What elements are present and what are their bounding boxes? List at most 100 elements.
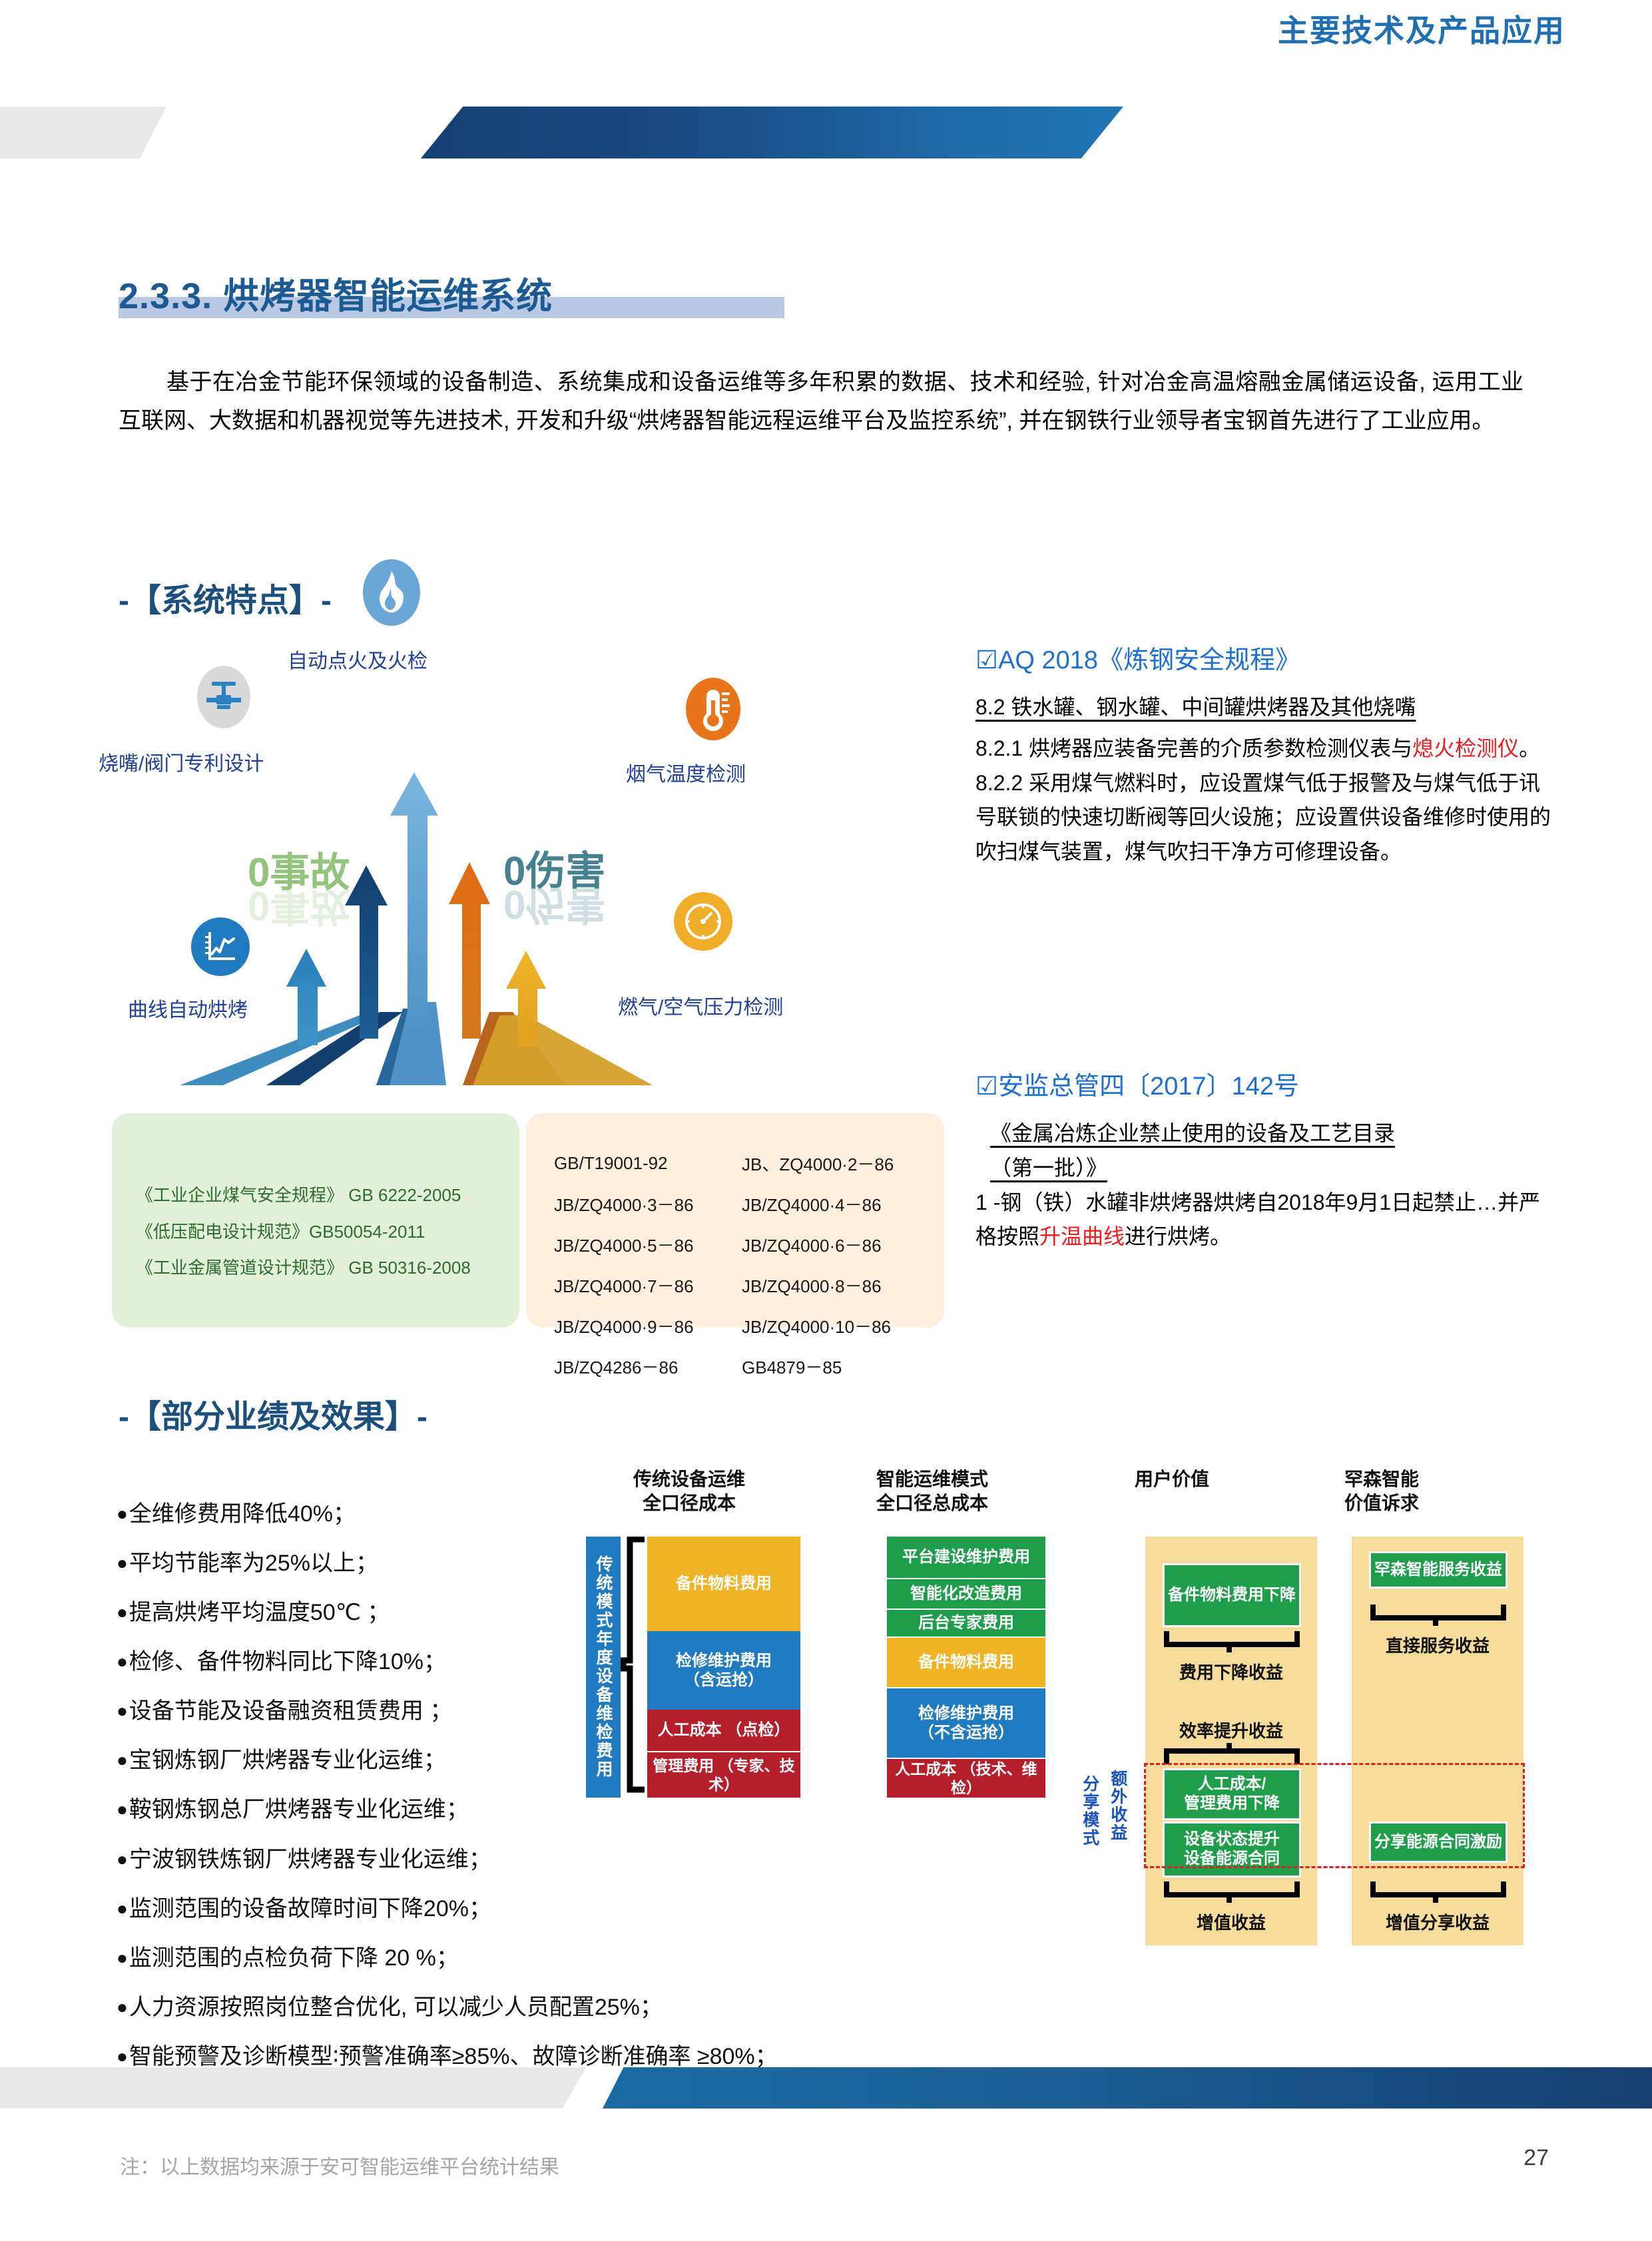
cost-comparison-chart: 传统设备运维 全口径成本 智能运维模式 全口径总成本 用户价值 罕森智能 价值诉…	[559, 1451, 1525, 1957]
bullet-text: 检修、备件物料同比下降10%；	[129, 1649, 446, 1675]
bullet-dot: ●	[117, 1503, 128, 1524]
aj-body-b: 进行烘烤。	[1125, 1224, 1232, 1249]
list-item: ●宁波钢铁炼钢厂烘烤器专业化运维；	[117, 1847, 822, 1872]
zero-accident-text: 0事故	[248, 850, 350, 895]
section-title-wrap: 2.3.3. 烘烤器智能运维系统	[119, 266, 784, 319]
flame-icon	[363, 559, 420, 626]
chart-curve-icon	[191, 917, 250, 976]
clause-821-text-b: 。	[1519, 736, 1541, 760]
bullet-dot: ●	[117, 2045, 128, 2067]
footer-blue-shape	[603, 2067, 1652, 2109]
brace-down-2	[1164, 1881, 1300, 1903]
chart-segment: 管理费用 （专家、技术）	[647, 1752, 800, 1798]
hansen-value-panel	[1352, 1537, 1523, 1945]
feature-label-auto-curve: 曲线自动烘烤	[128, 999, 248, 1021]
bullet-dot: ●	[117, 1602, 128, 1623]
chart-segment: 智能化改造费用	[887, 1579, 1045, 1609]
list-item: ●检修、备件物料同比下降10%；	[117, 1649, 822, 1674]
bullet-dot: ●	[117, 1700, 128, 1722]
chart-segment: 后台专家费用	[887, 1610, 1045, 1636]
value-block: 人工成本/ 管理费用下降	[1163, 1768, 1301, 1820]
results-heading: -【部分业绩及效果】-	[119, 1399, 427, 1435]
intro-paragraph: 基于在冶金节能环保领域的设备制造、系统集成和设备运维等多年积累的数据、技术和经验…	[119, 370, 1523, 434]
chart-segment: 人工成本 （技术、维检）	[887, 1759, 1045, 1798]
regulation-aq-heading: ☑AQ 2018《炼钢安全规程》	[975, 646, 1301, 674]
bullet-text: 人力资源按照岗位整合优化, 可以减少人员配置25%；	[129, 1994, 663, 2020]
brace-label: 直接服务收益	[1385, 1636, 1490, 1656]
bullet-text: 宝钢炼钢厂烘烤器专业化运维；	[129, 1748, 446, 1774]
page-title: 2.3.3. 烘烤器智能运维系统	[119, 276, 553, 316]
bullet-dot: ●	[117, 1799, 128, 1820]
chart-segment: 检修维护费用 （含运抢）	[647, 1631, 800, 1710]
chart-segment: 平台建设维护费用	[887, 1537, 1045, 1578]
bullet-dot: ●	[117, 1996, 128, 2017]
standards-green-line: 《工业企业煤气安全规程》 GB 6222-2005	[136, 1185, 461, 1205]
clause-821-highlight: 熄火检测仪	[1412, 736, 1519, 760]
header-title: 主要技术及产品应用	[1278, 13, 1565, 48]
doc-title-line2: （第一批）》	[990, 1155, 1108, 1180]
traditional-brace	[621, 1537, 645, 1793]
regulation-aj-doc-title: 《金属冶炼企业禁止使用的设备及工艺目录 （第一批）》	[975, 1117, 1561, 1186]
list-item: ●监测范围的点检负荷下降 20 %；	[117, 1945, 822, 1971]
standards-green-line: 《工业金属管道设计规范》 GB 50316-2008	[136, 1258, 471, 1278]
brace-label: 效率提升收益	[1179, 1721, 1283, 1741]
standards-green-list: 《工业企业煤气安全规程》 GB 6222-2005 《低压配电设计规范》GB50…	[136, 1177, 509, 1286]
regulation-aq-block: ☑AQ 2018《炼钢安全规程》 8.2 铁水罐、钢水罐、中间罐烘烤器及其他烧嘴…	[975, 639, 1561, 870]
value-block: 备件物料费用下降	[1163, 1563, 1301, 1627]
bullet-text: 监测范围的设备故障时间下降20%；	[129, 1895, 491, 1921]
brace-down-3	[1370, 1605, 1506, 1626]
value-block: 分享能源合同激励	[1369, 1822, 1508, 1863]
footer-note: 注：以上数据均来源于安可智能运维平台统计结果	[120, 2156, 559, 2178]
bullet-dot: ●	[117, 1553, 128, 1574]
list-item: ●提高烘烤平均温度50℃ ；	[117, 1600, 822, 1625]
regulation-aq-clause-title: 8.2 铁水罐、钢水罐、中间罐烘烤器及其他烧嘴	[975, 695, 1416, 719]
page-number: 27	[1523, 2145, 1549, 2170]
share-mode-label: 分享模式	[1080, 1775, 1099, 1847]
standards-green-box: 《工业企业煤气安全规程》 GB 6222-2005 《低压配电设计规范》GB50…	[112, 1113, 519, 1328]
brace-down-4	[1370, 1881, 1506, 1903]
value-block: 罕森智能服务收益	[1369, 1551, 1508, 1589]
results-bullet-list: ●全维修费用降低40%； ●平均节能率为25%以上； ●提高烘烤平均温度50℃ …	[117, 1501, 822, 2093]
zero-harm-reflection: 0伤害	[503, 882, 606, 927]
bullet-text: 提高烘烤平均温度50℃ ；	[129, 1600, 390, 1626]
regulation-aj-body: 1 -钢（铁）水罐非烘烤器烘烤自2018年9月1日起禁止…并严格按照升温曲线进行…	[975, 1186, 1561, 1255]
chart-column-title-1: 传统设备运维 全口径成本	[633, 1469, 745, 1514]
clause-821-text-a: 8.2.1 烘烤器应装备完善的介质参数检测仪表与	[975, 736, 1413, 760]
arrows-graphic	[180, 772, 653, 1085]
valve-icon	[197, 666, 250, 729]
feature-label-burner-valve: 烧嘴/阀门专利设计	[99, 753, 264, 775]
header-grey-shape	[0, 107, 166, 158]
chart-column-title-3: 用户价值	[1134, 1469, 1209, 1489]
brace-label: 费用下降收益	[1179, 1662, 1283, 1682]
chart-segment: 备件物料费用	[887, 1638, 1045, 1687]
feature-label-ignition: 自动点火及火检	[288, 650, 427, 672]
list-item: ●鞍钢炼钢总厂烘烤器专业化运维；	[117, 1797, 822, 1822]
list-item: ●平均节能率为25%以上；	[117, 1551, 822, 1576]
brace-up-1	[1164, 1743, 1300, 1764]
bullet-dot: ●	[117, 1750, 128, 1771]
list-item: ●智能预警及诊断模型∶预警准确率≥85%、故障诊断准确率 ≥80%；	[117, 2044, 822, 2069]
list-item: ●人力资源按照岗位整合优化, 可以减少人员配置25%；	[117, 1995, 822, 2020]
bullet-dot: ●	[117, 1848, 128, 1869]
footer-grey-shape	[0, 2067, 586, 2109]
bullet-dot: ●	[117, 1897, 128, 1919]
bullet-text: 全维修费用降低40%；	[129, 1501, 356, 1527]
brace-down-1	[1164, 1631, 1300, 1652]
aj-body-highlight: 升温曲线	[1039, 1224, 1125, 1249]
chart-column-title-4: 罕森智能 价值诉求	[1344, 1469, 1419, 1514]
section-title-underline	[119, 297, 784, 318]
features-heading: -【系统特点】-	[119, 583, 332, 619]
zero-harm-text: 0伤害	[503, 849, 606, 893]
bullet-text: 智能预警及诊断模型∶预警准确率≥85%、故障诊断准确率 ≥80%；	[129, 2043, 778, 2069]
bullet-text: 宁波钢铁炼钢厂烘烤器专业化运维；	[129, 1846, 491, 1872]
thermometer-icon	[686, 678, 740, 741]
bullet-dot: ●	[117, 1651, 128, 1672]
chart-segment: 人工成本 （点检）	[647, 1710, 800, 1751]
bullet-text: 鞍钢炼钢总厂烘烤器专业化运维；	[129, 1797, 469, 1823]
